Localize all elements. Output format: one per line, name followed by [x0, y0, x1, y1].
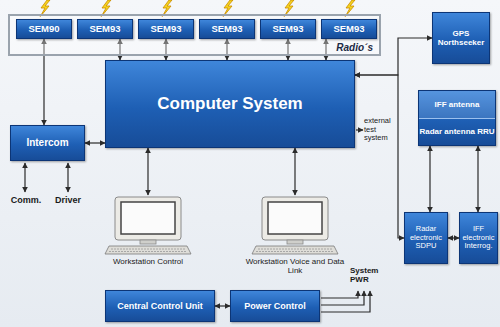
- keyboard-keys: [109, 251, 187, 252]
- keyboard: [105, 246, 191, 254]
- power-label: System PWR: [350, 266, 386, 284]
- power-box: Power Control: [230, 290, 320, 322]
- box-label: Workstation Voice and Data Link: [245, 257, 345, 275]
- monitor-stand: [287, 240, 303, 244]
- radio-box: SEM93: [199, 19, 255, 39]
- radio-box: SEM93: [77, 19, 133, 39]
- power-wire: [321, 291, 358, 298]
- connector: [294, 148, 295, 195]
- connector: [448, 237, 459, 238]
- connector: [355, 75, 404, 238]
- box-label: Computer System: [157, 94, 302, 114]
- box-label: SEM93: [333, 24, 364, 35]
- box-label: SEM90: [28, 24, 59, 35]
- connector: [477, 146, 478, 212]
- monitor-screen: [268, 202, 322, 234]
- box-label: IFF electronic Interrog.: [462, 225, 495, 251]
- gps-box: GPS Northseeker: [432, 12, 490, 64]
- intercom-box: Intercom: [10, 125, 85, 161]
- io-label: Driver: [48, 195, 88, 205]
- monitor-case: [262, 197, 328, 240]
- box-label: GPS Northseeker: [435, 29, 487, 47]
- workstation-icon: [245, 195, 345, 255]
- box-label: SEM93: [89, 24, 120, 35]
- keyboard: [252, 246, 338, 254]
- box-label: SEM93: [211, 24, 242, 35]
- connector: [147, 148, 148, 195]
- box-label: IFF antenna: [419, 91, 495, 119]
- workstation: Workstation Control: [103, 195, 193, 266]
- computer-box: Computer System: [105, 60, 355, 148]
- box-label: Radar electronic SDPU: [407, 225, 445, 251]
- box-label: Central Control Unit: [117, 301, 203, 311]
- antenna-box: IFF antennaRadar antenna RRU: [418, 90, 496, 146]
- keyboard-keys: [111, 249, 185, 250]
- radio-box: SEM93: [138, 19, 194, 39]
- box-label: SEM93: [272, 24, 303, 35]
- radio-box: SEM93: [260, 19, 316, 39]
- workstation-icon: [103, 195, 193, 255]
- control-box: Central Control Unit: [105, 290, 215, 322]
- group-label: Radio´s: [336, 42, 373, 54]
- connectors: [44, 38, 478, 306]
- io-label: Comm.: [6, 195, 46, 205]
- test-wire: [356, 129, 363, 130]
- radio-box: SEM93: [321, 19, 377, 39]
- box-label: Intercom: [26, 137, 68, 149]
- radio-box: SEM90: [16, 19, 72, 39]
- box-label: SEM93: [150, 24, 181, 35]
- monitor-case: [115, 197, 181, 240]
- connector: [429, 146, 430, 212]
- radio-group: Radio´s SEM90 SEM93 SEM93 SEM93 SEM93 SEM93: [8, 14, 381, 56]
- keyboard-keys: [256, 251, 334, 252]
- electronics-box: Radar electronic SDPU: [404, 212, 448, 264]
- monitor-screen: [121, 202, 175, 234]
- box-label: Workstation Control: [113, 257, 183, 266]
- connector: [215, 305, 230, 306]
- note-label: external test system: [364, 117, 394, 143]
- workstation: Workstation Voice and Data Link: [245, 195, 345, 275]
- keyboard-keys: [258, 249, 332, 250]
- monitor-stand: [140, 240, 156, 244]
- connector: [85, 142, 105, 143]
- box-label: Power Control: [244, 301, 306, 311]
- electronics-box: IFF electronic Interrog.: [459, 212, 498, 264]
- power-wire: [321, 291, 364, 305]
- box-label: Radar antenna RRU: [419, 119, 495, 146]
- power-wire: [321, 291, 370, 312]
- driver-wire: [67, 163, 68, 192]
- comm-wire: [24, 163, 25, 192]
